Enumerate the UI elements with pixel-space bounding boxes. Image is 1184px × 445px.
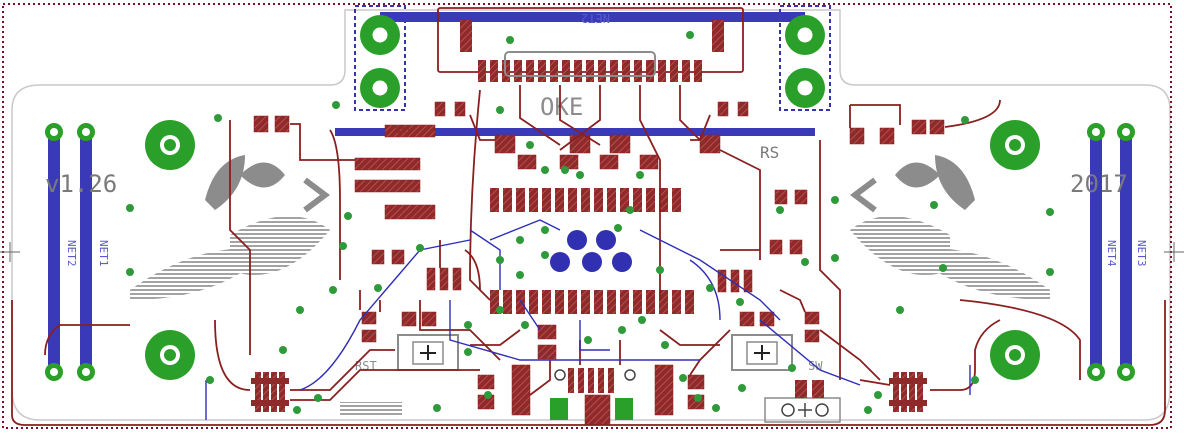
slide-switch-footprint [764, 380, 841, 423]
mounting-holes [145, 120, 1040, 380]
top-connector-label: NET2 [581, 11, 610, 25]
bottom-usb-footprint [550, 368, 636, 420]
sw-button-footprint [731, 334, 793, 371]
right-small-ic [889, 372, 927, 412]
bottom-silk-logo [340, 402, 402, 416]
left-connector-label-2: NET2 [65, 240, 78, 267]
top-connector-holes [360, 15, 825, 108]
top-connector-pins [460, 20, 724, 82]
left-small-ic [251, 372, 289, 412]
side-bus-traces [48, 128, 1132, 373]
right-connector-label-1: NET4 [1105, 240, 1118, 267]
rst-button-footprint [397, 334, 459, 371]
center-logo-text: OKE [540, 93, 583, 121]
left-logo-silkscreen [130, 155, 330, 300]
rs-label: RS [760, 143, 779, 162]
bat-label: BAT [395, 126, 412, 136]
main-ic-top [490, 188, 681, 212]
bottom-layer-traces [205, 219, 971, 420]
right-logo-silkscreen [850, 155, 1050, 300]
via-cluster [550, 230, 632, 272]
top-layer-traces [11, 85, 1166, 426]
right-connector-label-2: NET3 [1135, 240, 1148, 267]
top-connector-keepout [354, 5, 406, 111]
vias [126, 31, 1054, 414]
board-dotted-border [2, 3, 1172, 429]
top-connector-keepout-right [779, 5, 831, 111]
power-bus-trace [335, 128, 815, 136]
left-connector-label-1: NET1 [97, 240, 110, 267]
year-label: 2017 [1070, 170, 1128, 198]
version-label: v1.26 [45, 170, 117, 198]
smd-components [253, 101, 945, 426]
side-connector-holes [45, 123, 1135, 381]
